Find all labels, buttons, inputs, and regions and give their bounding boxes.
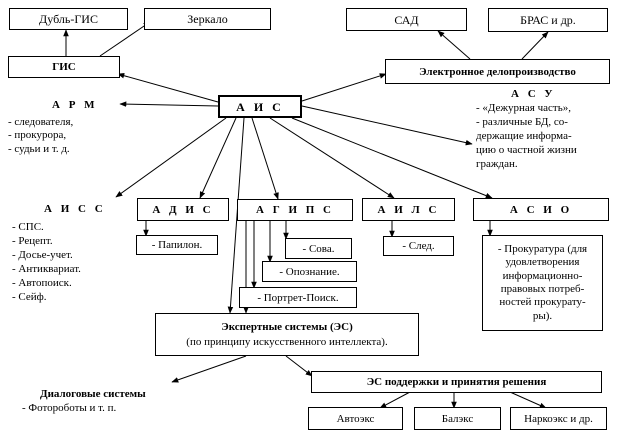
node-papilon: - Папилон. bbox=[136, 235, 218, 255]
node-ails: А И Л С bbox=[362, 198, 455, 221]
edge-ais-gis bbox=[117, 73, 219, 103]
node-avtoeks: Автоэкс bbox=[308, 407, 403, 430]
edge-edo-bras bbox=[521, 31, 549, 60]
node-adis: А Д И С bbox=[137, 198, 229, 221]
edge-ais-ails bbox=[269, 117, 395, 199]
node-zerkalo: Зеркало bbox=[144, 8, 271, 30]
es-subtitle: (по принципу искусственного интеллекта). bbox=[186, 335, 388, 348]
arm-item-1: - следователя, bbox=[8, 116, 74, 128]
node-baleks: Балэкс bbox=[414, 407, 501, 430]
asu-line-3: держащие информа- bbox=[476, 130, 572, 142]
asu-line-2: - различные БД, со- bbox=[476, 116, 568, 128]
node-es-support: ЭС поддержки и принятия решения bbox=[311, 371, 602, 393]
node-asio: А С И О bbox=[473, 198, 609, 221]
node-es: Экспертные системы (ЭС) (по принципу иск… bbox=[155, 313, 419, 356]
asu-line-4: цию о частной жизни bbox=[476, 144, 577, 156]
edge-gis-zerkalo bbox=[99, 21, 151, 57]
node-bras: БРАС и др. bbox=[488, 8, 608, 32]
node-ais: А И С bbox=[218, 95, 302, 118]
prok-line-3: информационно- bbox=[502, 269, 583, 282]
asu-title: А С У bbox=[511, 88, 556, 100]
prok-line-5: ностей прокурату- bbox=[499, 296, 586, 309]
node-prokuratura: - Прокуратура (для удовлетворения информ… bbox=[482, 235, 603, 331]
node-opoznanie: - Опознание. bbox=[262, 261, 357, 282]
edge-ais-arm bbox=[119, 101, 219, 107]
prok-line-6: ры). bbox=[532, 309, 553, 322]
edge-ais-asu bbox=[301, 105, 473, 146]
node-sled: - След. bbox=[383, 236, 454, 256]
prok-line-1: - Прокуратура (для bbox=[497, 243, 588, 256]
aiss-title: А И С С bbox=[44, 203, 106, 215]
arm-title: А Р М bbox=[52, 99, 98, 111]
edge-ais-agips bbox=[251, 117, 279, 200]
aiss-item-5: - Автопоиск. bbox=[12, 277, 72, 289]
node-gis: ГИС bbox=[8, 56, 120, 78]
edge-ais-aiss bbox=[115, 117, 227, 198]
dialog-item: - Фотороботы и т. п. bbox=[22, 402, 117, 414]
edge-ais-edo bbox=[301, 73, 387, 102]
node-narkoeks: Наркоэкс и др. bbox=[510, 407, 607, 430]
asu-line-1: - «Дежурная часть», bbox=[476, 102, 571, 114]
aiss-item-1: - СПС. bbox=[12, 221, 44, 233]
es-title: Экспертные системы (ЭС) bbox=[221, 320, 353, 333]
edge-ais-asio bbox=[291, 117, 493, 199]
edge-es-support bbox=[285, 355, 313, 377]
edge-edo-sad bbox=[437, 30, 471, 60]
edge-support-avtoeks bbox=[379, 391, 411, 409]
node-portret: - Портрет-Поиск. bbox=[239, 287, 357, 308]
node-sova: - Сова. bbox=[285, 238, 352, 259]
node-dubl-gis: Дубль-ГИС bbox=[9, 8, 128, 30]
aiss-item-6: - Сейф. bbox=[12, 291, 47, 303]
aiss-item-3: - Досье-учет. bbox=[12, 249, 73, 261]
arm-item-2: - прокурора, bbox=[8, 129, 67, 141]
arm-item-3: - судьи и т. д. bbox=[8, 143, 70, 155]
node-sad: САД bbox=[346, 8, 467, 31]
edge-ais-adis bbox=[199, 117, 237, 199]
dialog-title: Диалоговые системы bbox=[40, 388, 146, 400]
prok-line-4: правовых потреб- bbox=[500, 283, 585, 295]
edge-es-dialog bbox=[171, 355, 247, 383]
node-agips: А Г И П С bbox=[237, 199, 353, 221]
asu-line-5: граждан. bbox=[476, 158, 518, 170]
aiss-item-2: - Рецепт. bbox=[12, 235, 53, 247]
prok-line-2: удовлетворения bbox=[505, 256, 580, 269]
edge-support-narkoeks bbox=[509, 391, 547, 409]
aiss-item-4: - Антиквариат. bbox=[12, 263, 81, 275]
node-edo: Электронное делопроизводство bbox=[385, 59, 610, 84]
